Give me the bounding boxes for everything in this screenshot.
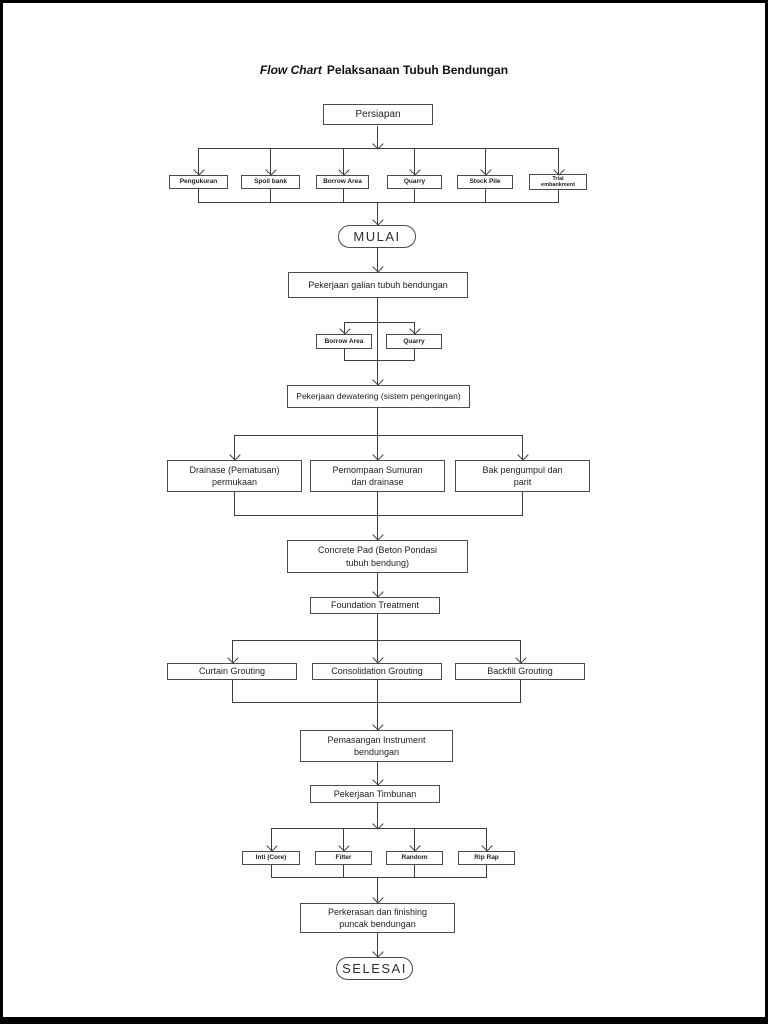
node-spoil-bank: Spoil bank — [241, 175, 300, 189]
node-pemasangan-instrument: Pemasangan Instrument bendungan — [300, 730, 453, 762]
node-mulai-start: MULAI — [338, 225, 416, 248]
flow-connector-line — [377, 492, 378, 516]
flow-connector-line — [377, 933, 378, 957]
node-inti-core: Inti (Core) — [242, 851, 300, 865]
flow-connector-line — [486, 828, 487, 851]
node-consolidation-grouting: Consolidation Grouting — [312, 663, 442, 680]
flow-connector-line — [414, 189, 415, 203]
flow-connector-line — [486, 865, 487, 878]
flow-connector-line — [485, 189, 486, 203]
flow-connector-line — [270, 148, 271, 175]
flow-connector-line — [377, 803, 378, 828]
flow-connector-line — [343, 189, 344, 203]
flow-connector-line — [344, 360, 415, 361]
node-rip-rap: Rip Rap — [458, 851, 515, 865]
flow-connector-line — [377, 573, 378, 597]
flow-connector-line — [270, 189, 271, 203]
flow-connector-line — [414, 349, 415, 361]
node-filter: Filter — [315, 851, 372, 865]
document-page — [3, 3, 765, 1017]
flow-connector-line — [198, 202, 559, 203]
title-text: Pelaksanaan Tubuh Bendungan — [326, 63, 509, 77]
node-foundation-treatment: Foundation Treatment — [310, 597, 440, 614]
flow-connector-line — [343, 148, 344, 175]
page-title: Flow Chart Pelaksanaan Tubuh Bendungan — [0, 63, 768, 77]
flow-connector-line — [377, 762, 378, 785]
flow-connector-line — [344, 322, 415, 323]
flow-connector-line — [377, 322, 378, 360]
flow-connector-line — [377, 515, 378, 540]
flow-connector-line — [520, 640, 521, 663]
node-pemompaan-sumuran: Pemompaan Sumuran dan drainase — [310, 460, 445, 492]
flow-connector-line — [377, 360, 378, 385]
node-random: Random — [386, 851, 443, 865]
flow-connector-line — [198, 189, 199, 203]
node-curtain-grouting: Curtain Grouting — [167, 663, 297, 680]
flow-connector-line — [232, 680, 233, 703]
flow-connector-line — [232, 640, 521, 641]
node-quarry: Quarry — [386, 334, 442, 349]
node-bak-pengumpul: Bak pengumpul dan parit — [455, 460, 590, 492]
node-quarry-site: Quarry — [387, 175, 442, 189]
flow-connector-line — [485, 148, 486, 175]
flow-connector-line — [414, 322, 415, 334]
flow-connector-line — [377, 877, 378, 903]
flow-connector-line — [522, 492, 523, 516]
flow-connector-line — [234, 492, 235, 516]
node-selesai-end: SELESAI — [336, 957, 413, 980]
node-pengukuran: Pengukuran — [169, 175, 228, 189]
flow-connector-line — [271, 828, 487, 829]
flow-connector-line — [232, 640, 233, 663]
flow-connector-line — [344, 322, 345, 334]
flow-connector-line — [234, 515, 523, 516]
flow-connector-line — [377, 126, 378, 148]
flow-connector-line — [377, 614, 378, 640]
flow-connector-line — [271, 828, 272, 851]
flow-connector-line — [377, 435, 378, 460]
node-backfill-grouting: Backfill Grouting — [455, 663, 585, 680]
node-pekerjaan-dewatering: Pekerjaan dewatering (sistem pengeringan… — [287, 385, 470, 408]
flow-connector-line — [343, 828, 344, 851]
flow-connector-line — [198, 148, 559, 149]
title-italic: Flow Chart — [259, 63, 322, 77]
node-concrete-pad: Concrete Pad (Beton Pondasi tubuh bendun… — [287, 540, 468, 573]
node-borrow-area-site: Borrow Area — [316, 175, 369, 189]
flow-connector-line — [522, 435, 523, 460]
flow-connector-line — [234, 435, 523, 436]
node-persiapan: Persiapan — [323, 104, 433, 125]
flow-connector-line — [414, 148, 415, 175]
flow-connector-line — [558, 190, 559, 203]
flow-connector-line — [232, 702, 521, 703]
flow-connector-line — [377, 202, 378, 225]
flow-connector-line — [377, 680, 378, 703]
flow-connector-line — [344, 349, 345, 361]
flow-connector-line — [414, 865, 415, 878]
node-stock-pile: Stock Pile — [457, 175, 513, 189]
flow-connector-line — [377, 298, 378, 323]
node-borrow-area: Borrow Area — [316, 334, 372, 349]
flow-connector-line — [520, 680, 521, 703]
node-pekerjaan-timbunan: Pekerjaan Timbunan — [310, 785, 440, 803]
flow-connector-line — [377, 248, 378, 272]
flow-connector-line — [414, 828, 415, 851]
flow-connector-line — [343, 865, 344, 878]
flow-connector-line — [198, 148, 199, 175]
node-trial-embankment: Trial embankment — [529, 174, 587, 190]
flow-connector-line — [377, 702, 378, 730]
node-perkerasan-finishing: Perkerasan dan finishing puncak bendunga… — [300, 903, 455, 933]
node-pekerjaan-galian: Pekerjaan galian tubuh bendungan — [288, 272, 468, 298]
flow-connector-line — [558, 148, 559, 175]
flow-connector-line — [271, 865, 272, 878]
flow-connector-line — [234, 435, 235, 460]
flow-connector-line — [377, 408, 378, 435]
flow-connector-line — [377, 640, 378, 663]
node-drainase-permukaan: Drainase (Pematusan) permukaan — [167, 460, 302, 492]
flow-connector-line — [271, 877, 487, 878]
